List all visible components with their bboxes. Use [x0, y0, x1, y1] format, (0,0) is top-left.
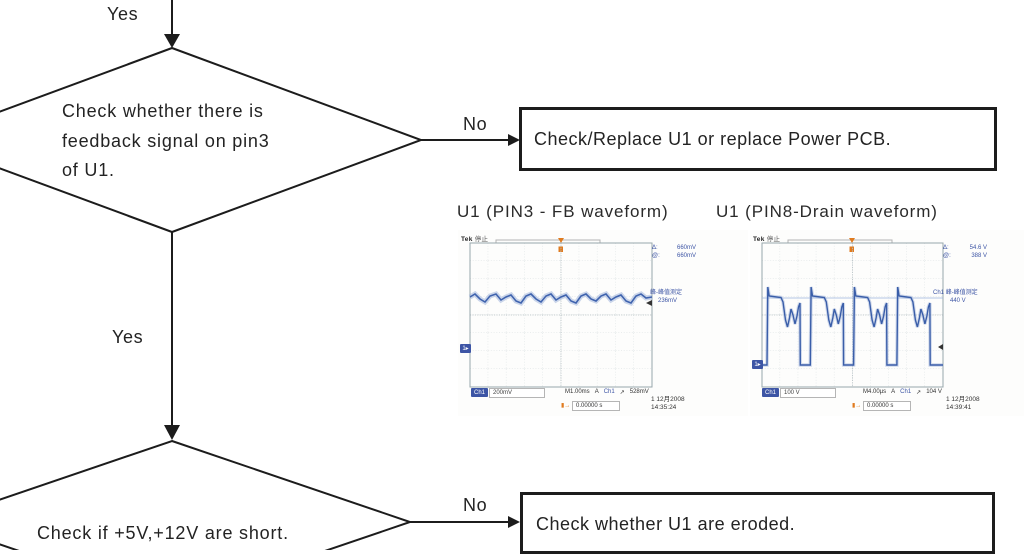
decision2-text: Check if +5V,+12V are short.	[37, 523, 289, 543]
timebase-trigger-readout: M4.00µs A Ch1 ↗ 104 V	[863, 388, 942, 396]
measurement-readout: Ch1 峰-峰值测定 440 V	[933, 290, 978, 304]
oscilloscope-screenshot-right: Tek 停止 Δ:54.6 V @:388 V Ch1 峰-峰值测定 440 V…	[750, 230, 1024, 416]
channel1-position-marker: 1▸	[752, 360, 763, 369]
trigger-position-readout-icon: ▮→	[561, 402, 571, 409]
action1-text: Check/Replace U1 or replace Power PCB.	[534, 128, 892, 149]
acquisition-status: 停止	[474, 236, 489, 243]
arrowhead-right-2	[508, 516, 520, 528]
volts-per-div: 100 V	[780, 387, 836, 398]
trigger-level-arrow	[646, 300, 652, 306]
decision2-diamond	[0, 439, 414, 550]
decision1-line2: feedback signal on pin3	[62, 130, 270, 151]
graticule-border	[761, 242, 944, 388]
trigger-position-icon	[558, 238, 564, 243]
measurement-readout: 峰-峰值测定 236mV	[650, 290, 682, 304]
scope-datetime: 1 12月2008 14:39:41	[946, 396, 980, 411]
channel1-chip: Ch1	[762, 388, 779, 397]
waveform-title-right: U1 (PIN8-Drain waveform)	[716, 202, 938, 221]
channel1-position-marker: 1▸	[460, 344, 471, 353]
oscilloscope-screenshot-left: Tek 停止 Δ:660mV @:660mV 峰-峰值测定 236mV 1▸ C…	[458, 230, 748, 416]
edge-label-yes-2: Yes	[112, 327, 144, 347]
acquisition-bar	[495, 239, 601, 243]
waveform-title-left: U1 (PIN3 - FB waveform)	[457, 202, 669, 221]
trigger-position-readout-icon: ▮→	[852, 402, 862, 409]
slope-icon: ↗	[619, 389, 625, 396]
graticule-border	[469, 242, 653, 388]
channel1-chip: Ch1	[471, 388, 488, 397]
trigger-position-icon	[849, 238, 855, 243]
action-box-2: Check whether U1 are eroded.	[520, 492, 995, 554]
timebase-trigger-readout: M1.00ms A Ch1 ↗ 528mV	[565, 388, 649, 396]
edge-label-yes-top: Yes	[107, 4, 139, 24]
action-box-1: Check/Replace U1 or replace Power PCB.	[519, 107, 997, 171]
trigger-level-arrow	[938, 344, 943, 350]
tek-logo: Tek	[461, 236, 473, 243]
acquisition-status: 停止	[766, 236, 781, 243]
edge-label-no-2: No	[463, 495, 488, 515]
scope-right-graphics	[761, 238, 944, 388]
volts-per-div: 200mV	[489, 387, 545, 398]
scope-brand: Tek 停止	[461, 233, 488, 243]
fb-trace	[469, 292, 653, 304]
cursor-readouts: Δ:54.6 V @:388 V	[943, 245, 987, 259]
decision1-line1: Check whether there is	[62, 101, 264, 121]
tek-logo: Tek	[753, 236, 765, 243]
arrowhead-down-1	[164, 34, 180, 48]
drain-trace	[762, 286, 943, 366]
action2-text: Check whether U1 are eroded.	[536, 514, 796, 534]
trigger-position-value: 0.00000 s	[572, 401, 620, 411]
scope-left-graphics	[468, 238, 653, 388]
edge-label-no-1: No	[463, 114, 488, 134]
arrowhead-right-1	[508, 134, 520, 146]
cursor-readouts: Δ:660mV @:660mV	[652, 245, 696, 259]
trigger-position-value: 0.00000 s	[863, 401, 911, 411]
decision1-line3: of U1.	[62, 160, 115, 180]
decision1-text: Check whether there is feedback signal o…	[62, 97, 270, 186]
arrowhead-down-2	[164, 425, 180, 440]
slope-icon: ↗	[916, 389, 922, 396]
scope-datetime: 1 12月2008 14:35:24	[651, 396, 685, 411]
acquisition-bar	[787, 239, 893, 243]
scope-brand: Tek 停止	[753, 233, 780, 243]
